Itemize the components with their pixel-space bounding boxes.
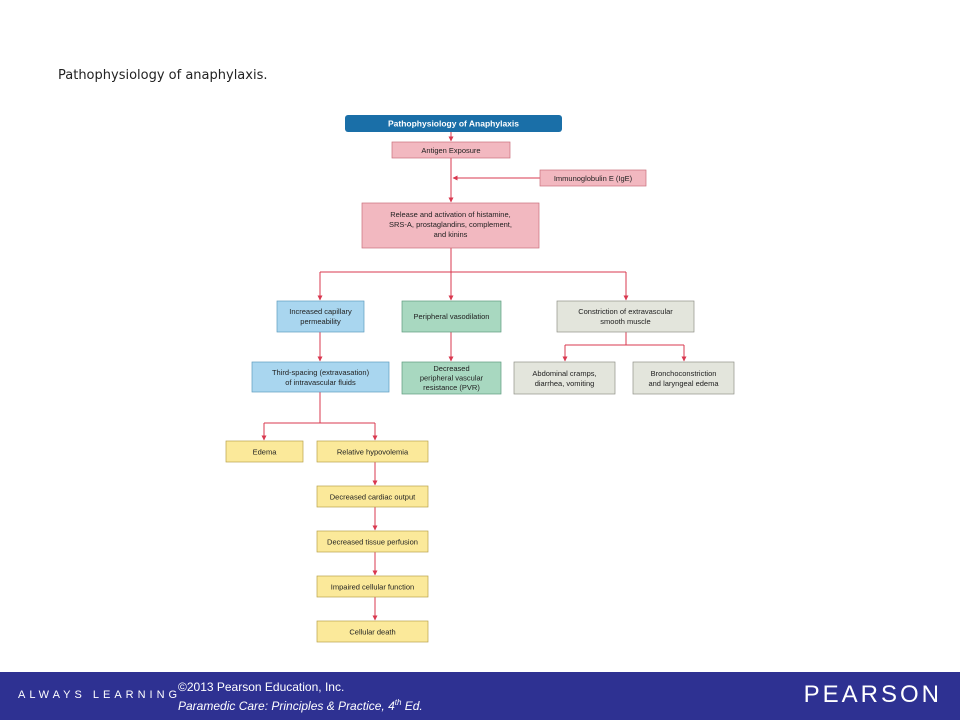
- diagram-title-bar: Pathophysiology of Anaphylaxis: [345, 115, 562, 132]
- footer-tagline: ALWAYS LEARNING: [18, 689, 182, 701]
- svg-text:smooth muscle: smooth muscle: [600, 317, 650, 326]
- svg-text:Constriction of extravascular: Constriction of extravascular: [578, 307, 673, 316]
- svg-text:diarrhea, vomiting: diarrhea, vomiting: [535, 379, 595, 388]
- node-relative-hypovolemia: Relative hypovolemia: [316, 440, 429, 463]
- svg-text:and laryngeal edema: and laryngeal edema: [648, 379, 719, 388]
- svg-text:Release and activation of hist: Release and activation of histamine,: [390, 210, 511, 219]
- svg-text:Cellular death: Cellular death: [349, 628, 395, 637]
- footer-bar: ALWAYS LEARNING ©2013 Pearson Education,…: [0, 672, 960, 720]
- node-mediator-release: Release and activation of histamine, SRS…: [361, 202, 540, 249]
- svg-text:Third-spacing (extravasation): Third-spacing (extravasation): [272, 368, 370, 377]
- svg-text:peripheral vascular: peripheral vascular: [420, 374, 484, 383]
- svg-text:Decreased: Decreased: [433, 364, 469, 373]
- svg-text:permeability: permeability: [300, 317, 341, 326]
- svg-text:Abdominal cramps,: Abdominal cramps,: [532, 369, 596, 378]
- node-decreased-pvr: Decreased peripheral vascular resistance…: [401, 361, 502, 395]
- svg-text:Peripheral vasodilation: Peripheral vasodilation: [414, 312, 490, 321]
- pearson-logo: PEARSON: [803, 681, 942, 708]
- svg-text:Immunoglobulin E (IgE): Immunoglobulin E (IgE): [554, 174, 633, 183]
- connector-lines: [261, 132, 687, 621]
- svg-text:Bronchoconstriction: Bronchoconstriction: [651, 369, 717, 378]
- svg-text:Relative hypovolemia: Relative hypovolemia: [337, 448, 409, 457]
- node-ige: Immunoglobulin E (IgE): [539, 169, 647, 187]
- node-cellular-death: Cellular death: [316, 620, 429, 643]
- svg-text:resistance (PVR): resistance (PVR): [423, 383, 480, 392]
- node-smooth-muscle-constriction: Constriction of extravascular smooth mus…: [556, 300, 695, 333]
- svg-text:of intravascular fluids: of intravascular fluids: [285, 378, 356, 387]
- svg-text:and kinins: and kinins: [434, 230, 468, 239]
- node-capillary-permeability: Increased capillary permeability: [276, 300, 365, 333]
- node-decreased-cardiac-output: Decreased cardiac output: [316, 485, 429, 508]
- svg-text:Antigen Exposure: Antigen Exposure: [421, 146, 480, 155]
- copyright-text: ©2013 Pearson Education, Inc.: [178, 680, 345, 694]
- svg-text:Decreased cardiac output: Decreased cardiac output: [330, 493, 416, 502]
- node-peripheral-vasodilation: Peripheral vasodilation: [401, 300, 502, 333]
- slide-caption: Pathophysiology of anaphylaxis.: [58, 68, 268, 83]
- node-impaired-cellular-function: Impaired cellular function: [316, 575, 429, 598]
- anaphylaxis-flowchart: Pathophysiology of Anaphylaxis Antigen E…: [225, 115, 735, 643]
- book-title: Paramedic Care: Principles & Practice, 4…: [178, 698, 423, 713]
- node-edema: Edema: [225, 440, 304, 463]
- footer-credit: ©2013 Pearson Education, Inc. Paramedic …: [178, 680, 423, 714]
- node-decreased-tissue-perfusion: Decreased tissue perfusion: [316, 530, 429, 553]
- svg-text:Decreased tissue perfusion: Decreased tissue perfusion: [327, 538, 418, 547]
- svg-text:Increased capillary: Increased capillary: [289, 307, 352, 316]
- node-bronchoconstriction: Bronchoconstriction and laryngeal edema: [632, 361, 735, 395]
- svg-text:Edema: Edema: [253, 448, 278, 457]
- node-abdominal-cramps: Abdominal cramps, diarrhea, vomiting: [513, 361, 616, 395]
- diagram-title: Pathophysiology of Anaphylaxis: [388, 119, 519, 129]
- svg-text:Impaired cellular function: Impaired cellular function: [331, 583, 414, 592]
- node-antigen-exposure: Antigen Exposure: [391, 141, 511, 159]
- node-third-spacing: Third-spacing (extravasation) of intrava…: [251, 361, 390, 393]
- svg-text:SRS-A, prostaglandins, complem: SRS-A, prostaglandins, complement,: [389, 220, 512, 229]
